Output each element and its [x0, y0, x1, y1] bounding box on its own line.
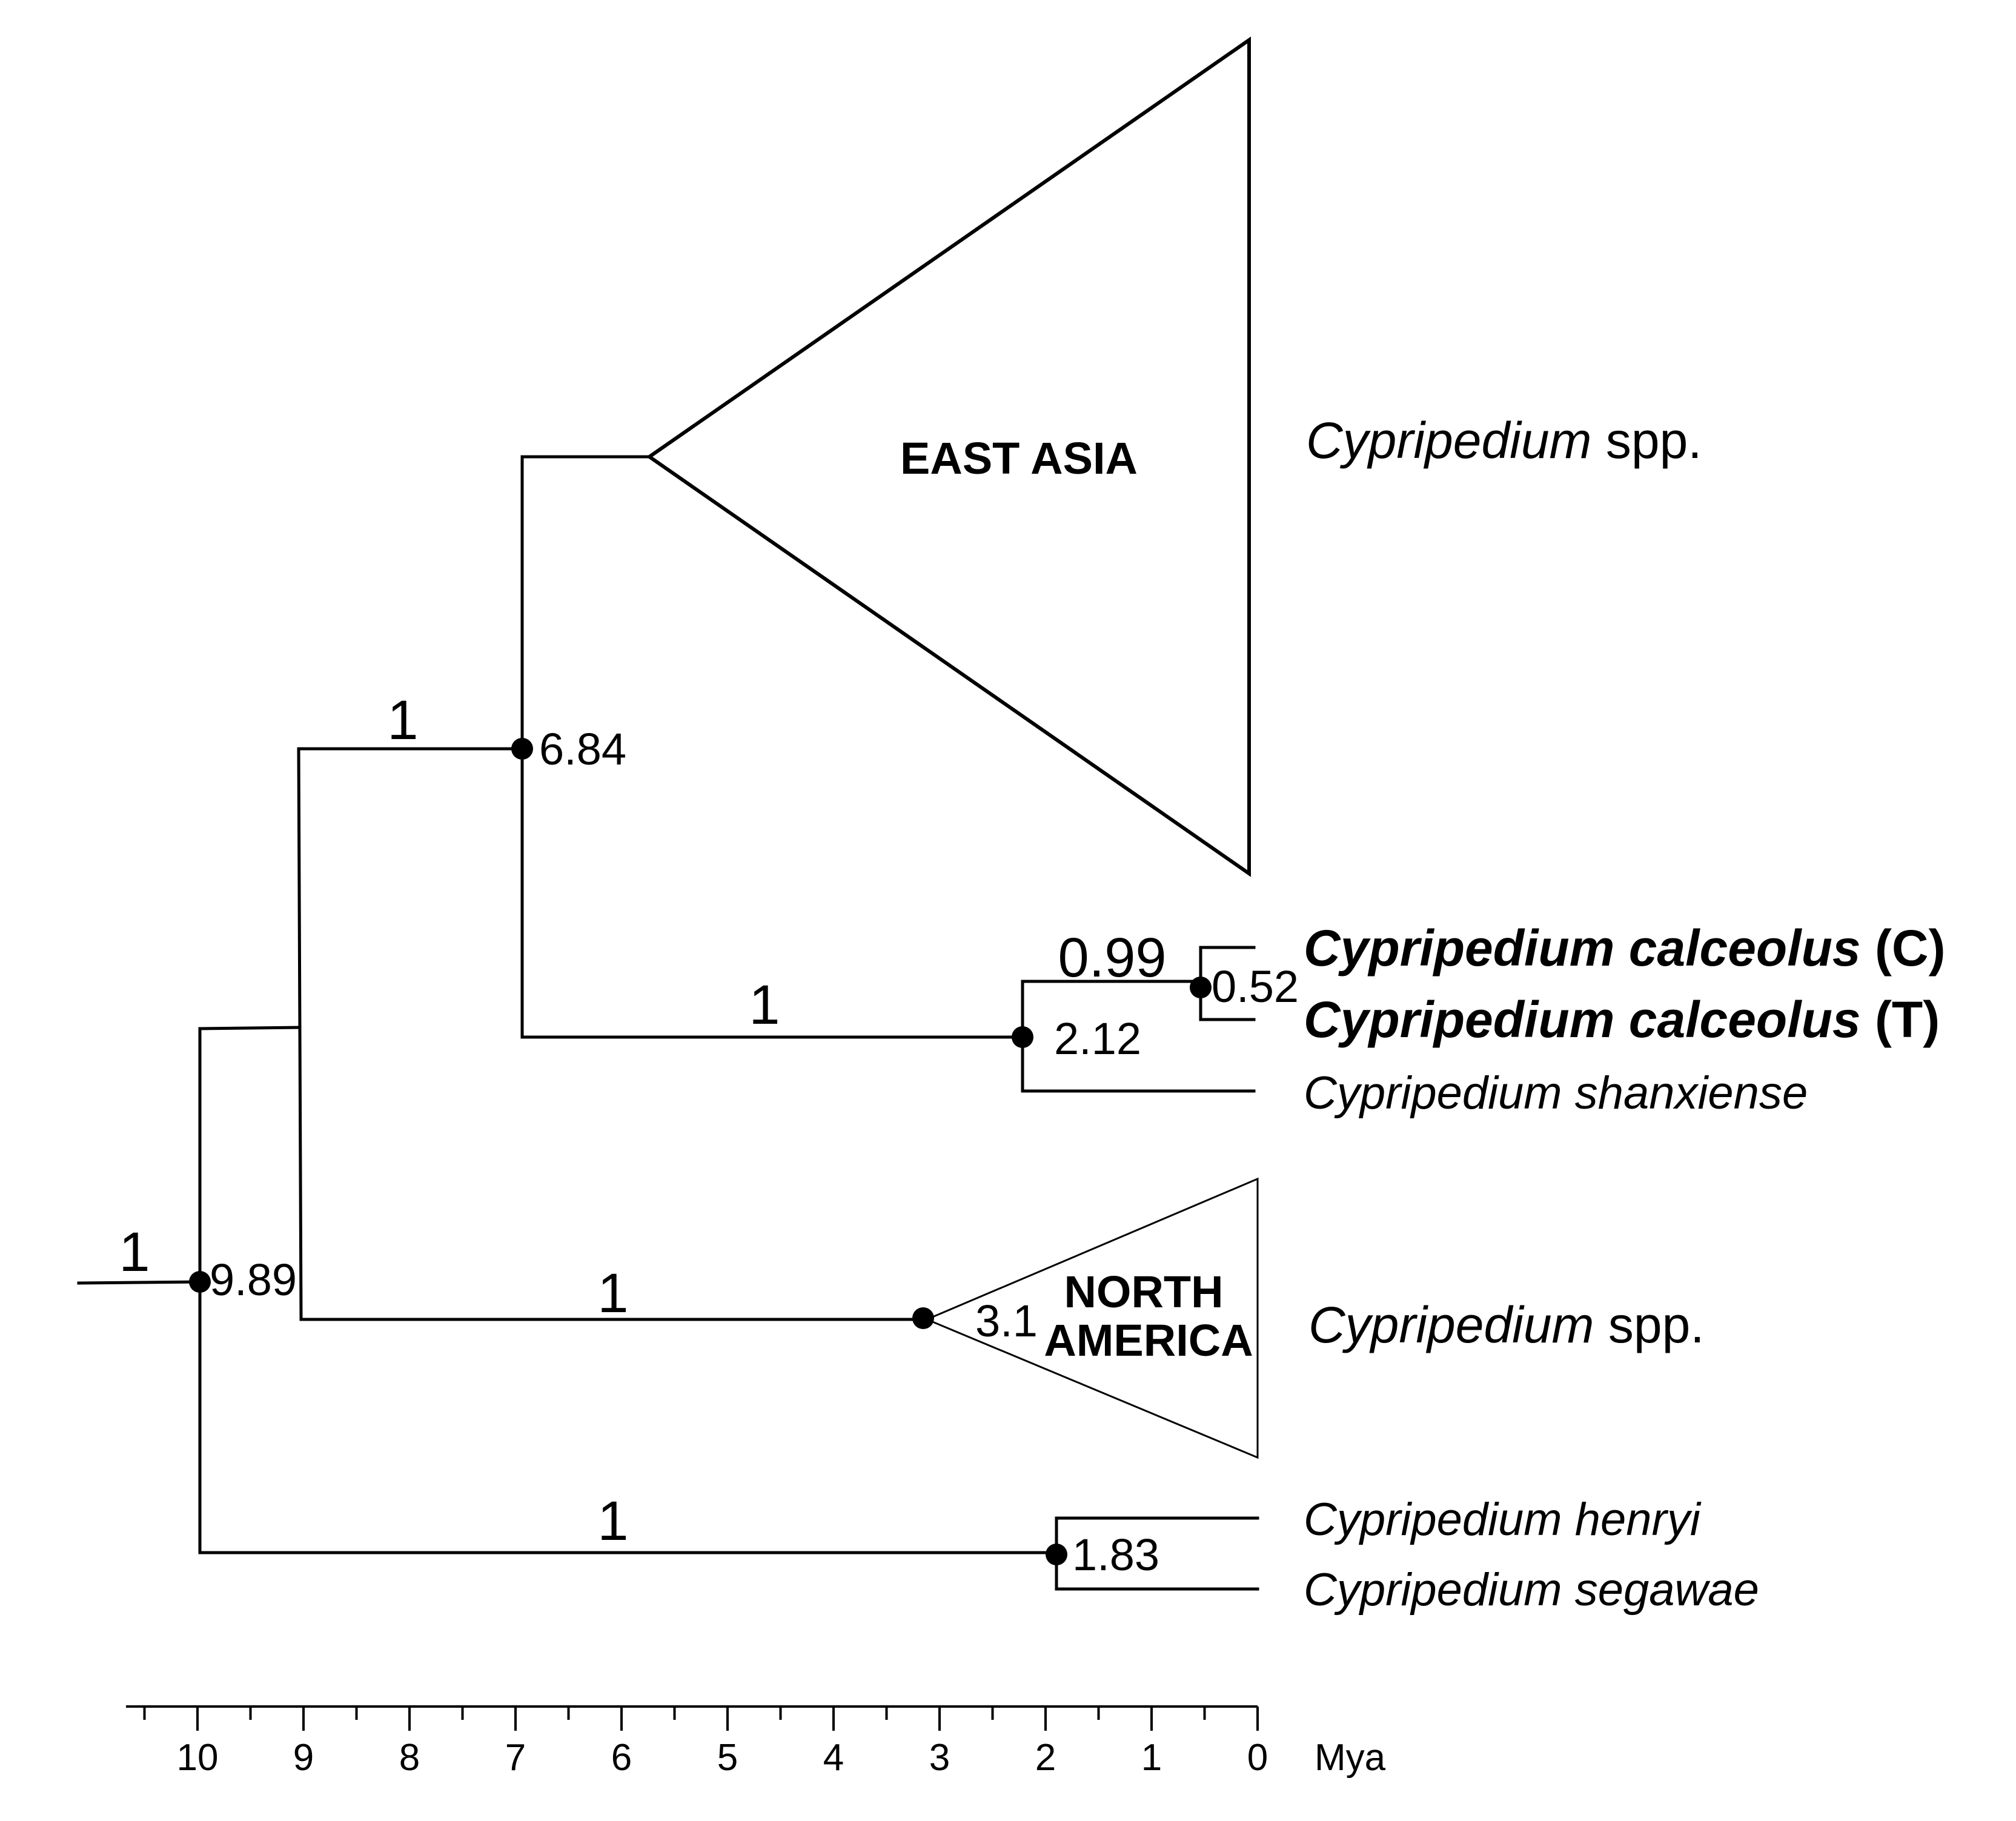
- northamerica-node-marker: [912, 1307, 934, 1329]
- root-node-marker: [189, 1271, 211, 1293]
- eastasia-genus: Cypripedium: [1306, 412, 1592, 469]
- northamerica-clade-triangle: [924, 1177, 1259, 1459]
- calceolus-stem-posterior: 1: [749, 974, 780, 1036]
- tip-label-segawae: Cypripedium segawae: [1304, 1564, 1759, 1616]
- northamerica-region-label-line1: NORTH: [1064, 1267, 1223, 1317]
- tip-label-henryi: Cypripedium henryi: [1304, 1494, 1702, 1545]
- northamerica-taxon-label: Cypripedium spp.: [1308, 1296, 1705, 1353]
- upper-clade-branch: [198, 1026, 302, 1030]
- tick-label-9: 9: [293, 1737, 314, 1779]
- tick-label-7: 7: [505, 1737, 526, 1779]
- eastasia-stem-posterior: 1: [387, 689, 418, 751]
- eastasia-spp: spp.: [1592, 412, 1702, 469]
- tick-label-2: 2: [1035, 1737, 1056, 1779]
- tip-label-calceolus-c: Cypripedium calceolus (C): [1304, 920, 1946, 977]
- axis-unit-label: Mya: [1315, 1737, 1386, 1779]
- tick-label-0: 0: [1247, 1737, 1268, 1779]
- eastasia-clade-triangle: [646, 36, 1251, 877]
- calceolus-shanxiense-node-marker: [1012, 1026, 1033, 1048]
- major-ticks: [196, 1707, 1259, 1731]
- henryi-stem-posterior: 1: [597, 1490, 628, 1552]
- henryi-segawae-node-marker: [1046, 1544, 1067, 1565]
- calceolus-c-name: Cypripedium calceolus: [1304, 920, 1861, 977]
- northamerica-region-label-line2: AMERICA: [1044, 1315, 1253, 1365]
- calceolus-pair-posterior: 0.99: [1058, 927, 1166, 989]
- calceolus-pair-node-marker: [1190, 977, 1212, 998]
- northamerica-spp: spp.: [1594, 1296, 1705, 1353]
- node-markers: [189, 738, 1212, 1565]
- tick-label-3: 3: [929, 1737, 950, 1779]
- henryi-segawae-node-age: 1.83: [1072, 1530, 1159, 1580]
- tick-label-1: 1: [1141, 1737, 1162, 1779]
- tick-label-10: 10: [177, 1737, 219, 1779]
- calceolus-c-suffix: (C): [1861, 920, 1946, 977]
- eastasia-taxon-label: Cypripedium spp.: [1306, 412, 1702, 469]
- eastasia-region-label: EAST ASIA: [900, 433, 1138, 483]
- upper-clade-vertical-branch: [297, 747, 303, 1321]
- calceolus-shanxiense-node-age: 2.12: [1054, 1013, 1141, 1064]
- minor-ticks: [143, 1707, 1206, 1720]
- tick-label-8: 8: [399, 1737, 420, 1779]
- root-node-age: 9.89: [210, 1255, 297, 1305]
- eastasia-split-node-marker: [511, 738, 533, 760]
- calceolus-t-name: Cypripedium calceolus: [1304, 991, 1861, 1048]
- northamerica-genus: Cypripedium: [1308, 1296, 1594, 1353]
- tick-label-4: 4: [823, 1737, 844, 1779]
- northamerica-node-age: 3.1: [975, 1296, 1038, 1346]
- calceolus-pair-node-age: 0.52: [1212, 961, 1299, 1012]
- tick-label-6: 6: [611, 1737, 632, 1779]
- stem-posterior: 1: [119, 1221, 150, 1283]
- tip-label-calceolus-t: Cypripedium calceolus (T): [1304, 991, 1940, 1048]
- calceolus-t-suffix: (T): [1861, 991, 1940, 1048]
- eastasia-split-node-age: 6.84: [539, 724, 626, 774]
- northamerica-stem-posterior: 1: [597, 1262, 628, 1324]
- tick-label-5: 5: [717, 1737, 738, 1779]
- root-stem-branch: [77, 1280, 202, 1285]
- tip-label-shanxiense: Cypripedium shanxiense: [1304, 1067, 1808, 1119]
